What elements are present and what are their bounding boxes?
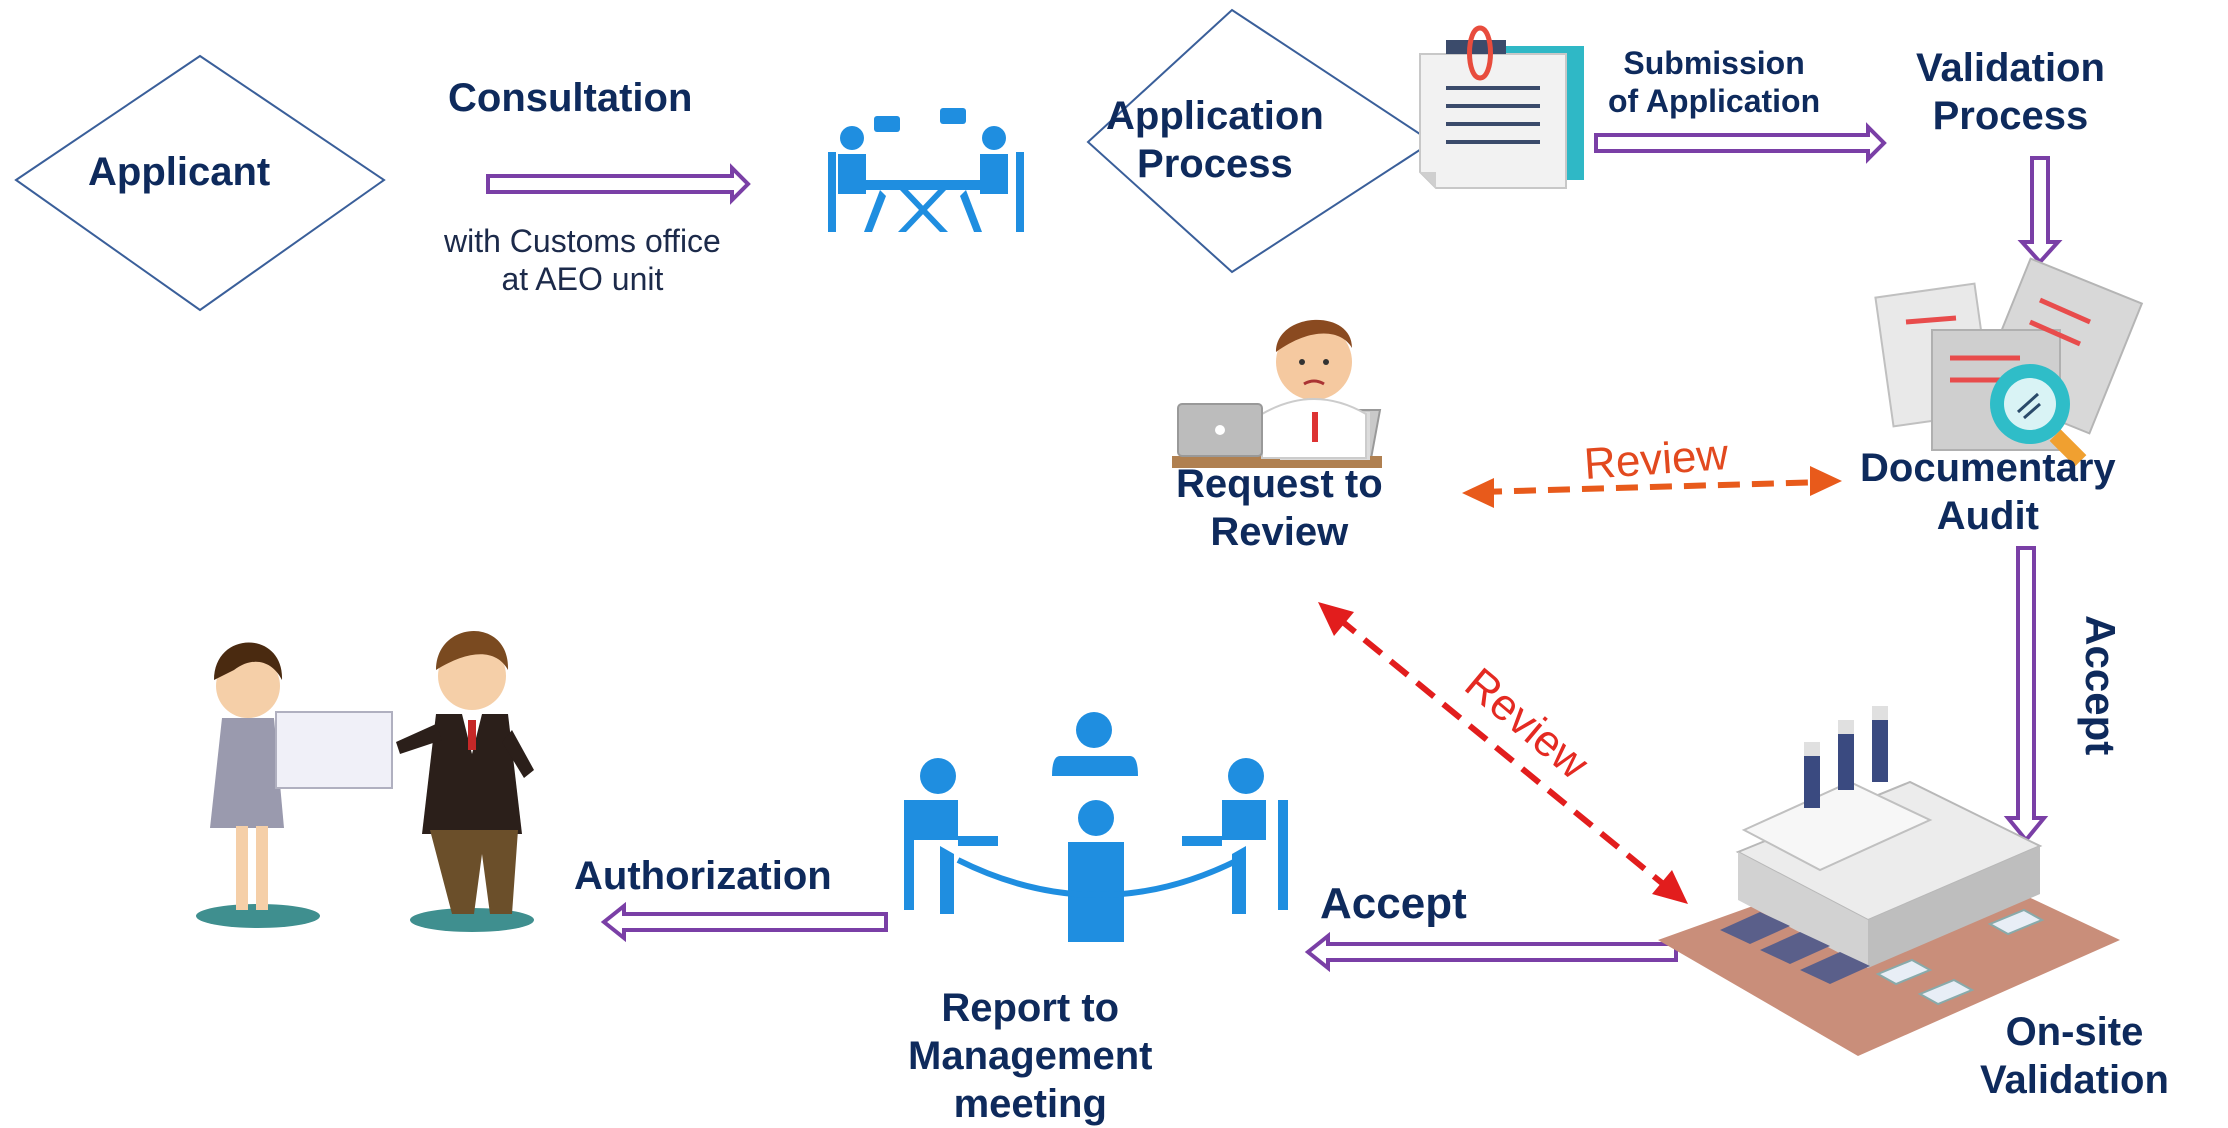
submission-label: Submission of Application: [1608, 45, 1821, 120]
round-table-meeting-icon: [904, 712, 1288, 942]
review-diag-head-top: [1318, 602, 1354, 636]
review-diagonal-arrow: [1336, 615, 1670, 891]
consultation-note: with Customs office at AEO unit: [444, 223, 721, 298]
review-diag-head-bottom: [1652, 870, 1688, 904]
arrow-applicant-to-consultation: [486, 163, 751, 205]
clipboard-documents-icon: [1419, 25, 1584, 189]
report-meeting-label: Report to Management meeting: [908, 986, 1153, 1126]
factory-icon: [1658, 706, 2120, 1056]
meeting-table-icon: [828, 108, 1024, 232]
request-to-review-label: Request to Review: [1176, 462, 1383, 554]
arrow-authorization-left: [600, 901, 888, 943]
arrow-validation-down: [2017, 156, 2063, 265]
arrow-submission: [1594, 122, 1887, 164]
review-horizontal-label: Review: [1582, 430, 1730, 489]
documentary-audit-label: Documentary Audit: [1860, 446, 2116, 538]
arrow-accept-down: [2003, 546, 2049, 844]
review-horizontal-arrow: [1479, 479, 1825, 495]
validation-process-label: Validation Process: [1916, 46, 2105, 138]
onsite-validation-label: On-site Validation: [1980, 1010, 2169, 1102]
worried-person-laptop-icon: [1172, 319, 1382, 468]
arrow-accept-left: [1304, 931, 1678, 973]
accept-vertical-label: Accept: [2077, 615, 2125, 756]
review-arrow-head-right: [1810, 466, 1842, 496]
application-process-label: Application Process: [1106, 94, 1324, 186]
authorization-label: Authorization: [574, 854, 832, 898]
handshake-people-icon: [196, 630, 534, 932]
applicant-diamond: [14, 54, 386, 312]
consultation-label: Consultation: [448, 76, 693, 120]
applicant-label: Applicant: [88, 150, 271, 194]
accept-bottom-label: Accept: [1320, 879, 1467, 928]
review-arrow-head-left: [1462, 478, 1494, 508]
documents-magnifier-icon: [1874, 257, 2144, 467]
